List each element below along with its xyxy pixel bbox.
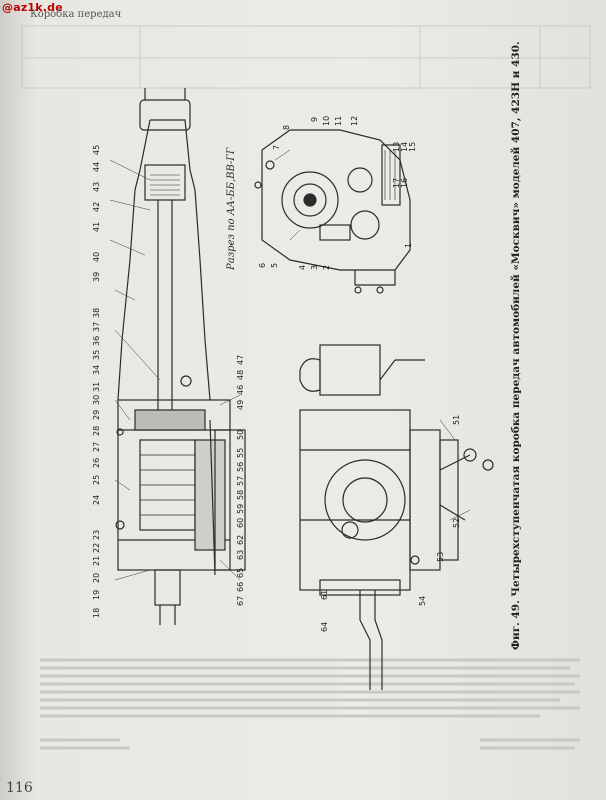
callout-31: 31: [92, 381, 101, 392]
page-number: 116: [6, 780, 33, 796]
section-label: Разрез по АА-ББ,ВВ-ГГ: [226, 147, 237, 270]
figure-caption: Фиг. 49. Четырехступенчатая коробка пере…: [510, 41, 522, 650]
callout-47: 47: [236, 354, 245, 365]
callout-61: 61: [320, 589, 329, 600]
callout-23: 23: [92, 529, 101, 540]
callout-43: 43: [92, 181, 101, 192]
callout-60: 60: [236, 517, 245, 528]
callout-28: 28: [92, 425, 101, 436]
callout-51: 51: [452, 414, 461, 425]
callout-53: 53: [436, 551, 445, 562]
callout-55: 55: [236, 447, 245, 458]
callout-3: 3: [310, 264, 319, 270]
running-title: Коробка передач: [30, 9, 122, 20]
callout-1: 1: [404, 242, 413, 248]
callout-12: 12: [350, 115, 359, 126]
callout-59: 59: [236, 503, 245, 514]
callout-67: 67: [236, 595, 245, 606]
callout-42: 42: [92, 201, 101, 212]
callout-37: 37: [92, 321, 101, 332]
callout-24: 24: [92, 494, 101, 505]
callout-49: 49: [236, 399, 245, 410]
callout-8: 8: [282, 124, 291, 130]
callout-39: 39: [92, 271, 101, 282]
callout-16: 16: [400, 177, 409, 188]
callout-6: 6: [258, 262, 267, 268]
callout-22: 22: [92, 542, 101, 553]
callout-38: 38: [92, 307, 101, 318]
callout-11: 11: [334, 115, 343, 126]
callout-20: 20: [92, 572, 101, 583]
callout-46: 46: [236, 384, 245, 395]
callout-52: 52: [452, 517, 461, 528]
callout-45: 45: [92, 144, 101, 155]
callout-56: 56: [236, 461, 245, 472]
callout-34: 34: [92, 364, 101, 375]
callout-48: 48: [236, 369, 245, 380]
callout-63: 63: [236, 549, 245, 560]
callout-25: 25: [92, 474, 101, 485]
callout-44: 44: [92, 161, 101, 172]
callout-54: 54: [418, 595, 427, 606]
callout-19: 19: [92, 589, 101, 600]
callout-36: 36: [92, 335, 101, 346]
callout-29: 29: [92, 409, 101, 420]
callout-17: 17: [392, 177, 401, 188]
callout-57: 57: [236, 475, 245, 486]
callout-35: 35: [92, 349, 101, 360]
callout-26: 26: [92, 457, 101, 468]
callout-41: 41: [92, 221, 101, 232]
callout-40: 40: [92, 251, 101, 262]
callout-9: 9: [310, 116, 319, 122]
callout-50: 50: [236, 429, 245, 440]
callout-27: 27: [92, 441, 101, 452]
callout-21: 21: [92, 555, 101, 566]
callout-15: 15: [408, 141, 417, 152]
callout-64: 64: [320, 621, 329, 632]
callout-7: 7: [272, 144, 281, 150]
callout-2: 2: [322, 264, 331, 270]
callout-65: 65: [236, 567, 245, 578]
callout-66: 66: [236, 581, 245, 592]
watermark: @az1k.de: [2, 1, 63, 14]
callout-10: 10: [322, 115, 331, 126]
callout-30: 30: [92, 394, 101, 405]
callout-4: 4: [298, 264, 307, 270]
callout-58: 58: [236, 489, 245, 500]
callout-18: 18: [92, 607, 101, 618]
callout-5: 5: [270, 262, 279, 268]
callout-62: 62: [236, 534, 245, 545]
